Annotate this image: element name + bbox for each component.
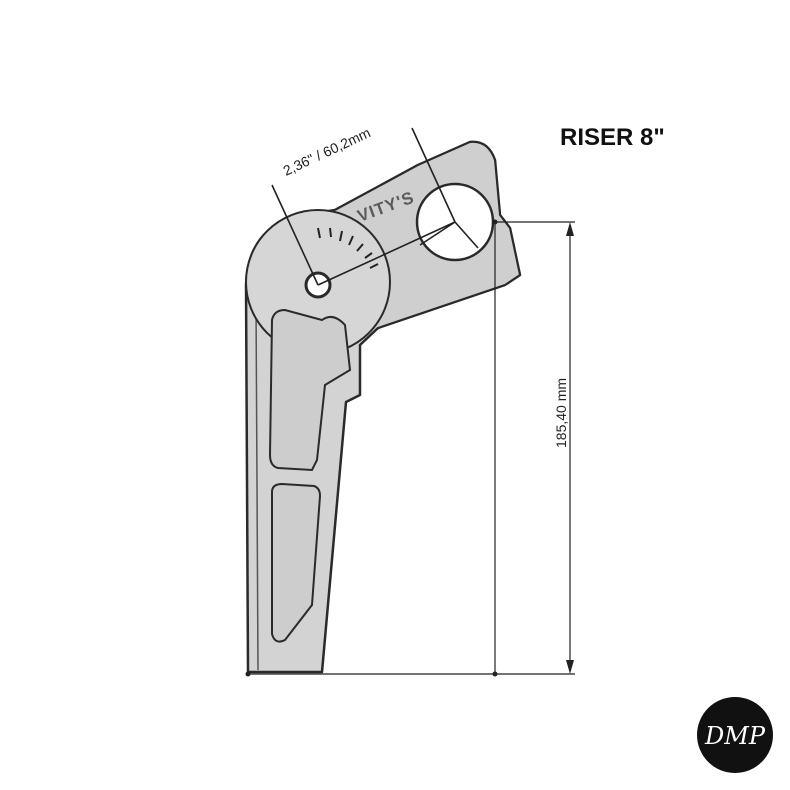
upper-cutout	[268, 308, 352, 472]
bar-center-line-2	[454, 221, 479, 249]
riser-part: VITY'S	[244, 140, 522, 674]
height-dot-bottom	[492, 671, 498, 677]
dmp-logo: DMP	[697, 697, 773, 773]
offset-dimension	[271, 127, 479, 286]
lower-cutout	[271, 482, 322, 643]
angle-scale-ticks	[317, 227, 379, 269]
offset-extension-right	[411, 127, 456, 223]
logo-badge	[697, 697, 773, 773]
height-dot-top	[492, 219, 498, 225]
base-dot-left	[245, 671, 251, 677]
title: RISER 8"	[560, 124, 665, 151]
height-label: 185,40 mm	[553, 378, 569, 448]
height-arrow-bottom	[566, 660, 574, 674]
height-dimension	[245, 219, 575, 677]
offset-label: 2,36" / 60,2mm	[281, 124, 373, 178]
logo-text: DMP	[704, 722, 766, 750]
bar-center-line	[419, 221, 456, 246]
height-arrow-top	[566, 222, 574, 236]
offset-dimension-line	[317, 221, 456, 286]
offset-extension-left	[271, 184, 319, 286]
